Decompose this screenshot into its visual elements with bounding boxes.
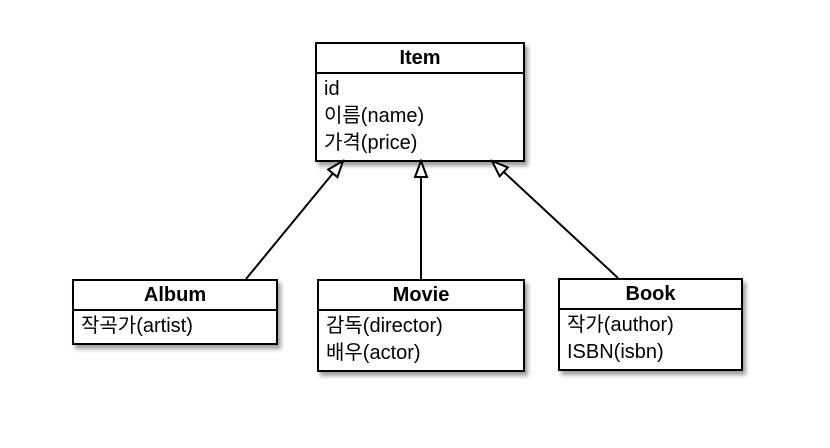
- generalization-arrow-book-to-item: [492, 161, 619, 279]
- class-box-album: Album 작곡가(artist): [72, 279, 278, 345]
- attribute: id: [324, 78, 340, 100]
- attribute: 작가(author): [567, 314, 674, 336]
- class-attributes: id 이름(name) 가격(price): [317, 74, 523, 160]
- class-box-movie: Movie 감독(director) 배우(actor): [317, 279, 525, 372]
- class-name: Movie: [319, 281, 523, 311]
- attribute: 가격(price): [324, 132, 418, 154]
- class-name: Album: [74, 281, 276, 311]
- attribute: ISBN(isbn): [567, 341, 664, 363]
- class-name: Item: [317, 44, 523, 74]
- class-box-book: Book 작가(author) ISBN(isbn): [558, 278, 743, 371]
- attribute: 작곡가(artist): [81, 315, 193, 337]
- generalization-arrow-album-to-item: [245, 161, 343, 280]
- attribute: 배우(actor): [326, 342, 421, 364]
- class-attributes: 감독(director) 배우(actor): [319, 311, 523, 370]
- class-attributes: 작가(author) ISBN(isbn): [560, 310, 741, 369]
- attribute: 감독(director): [326, 315, 443, 337]
- class-box-item: Item id 이름(name) 가격(price): [315, 42, 525, 162]
- class-attributes: 작곡가(artist): [74, 311, 276, 343]
- class-name: Book: [560, 280, 741, 310]
- attribute: 이름(name): [324, 105, 425, 127]
